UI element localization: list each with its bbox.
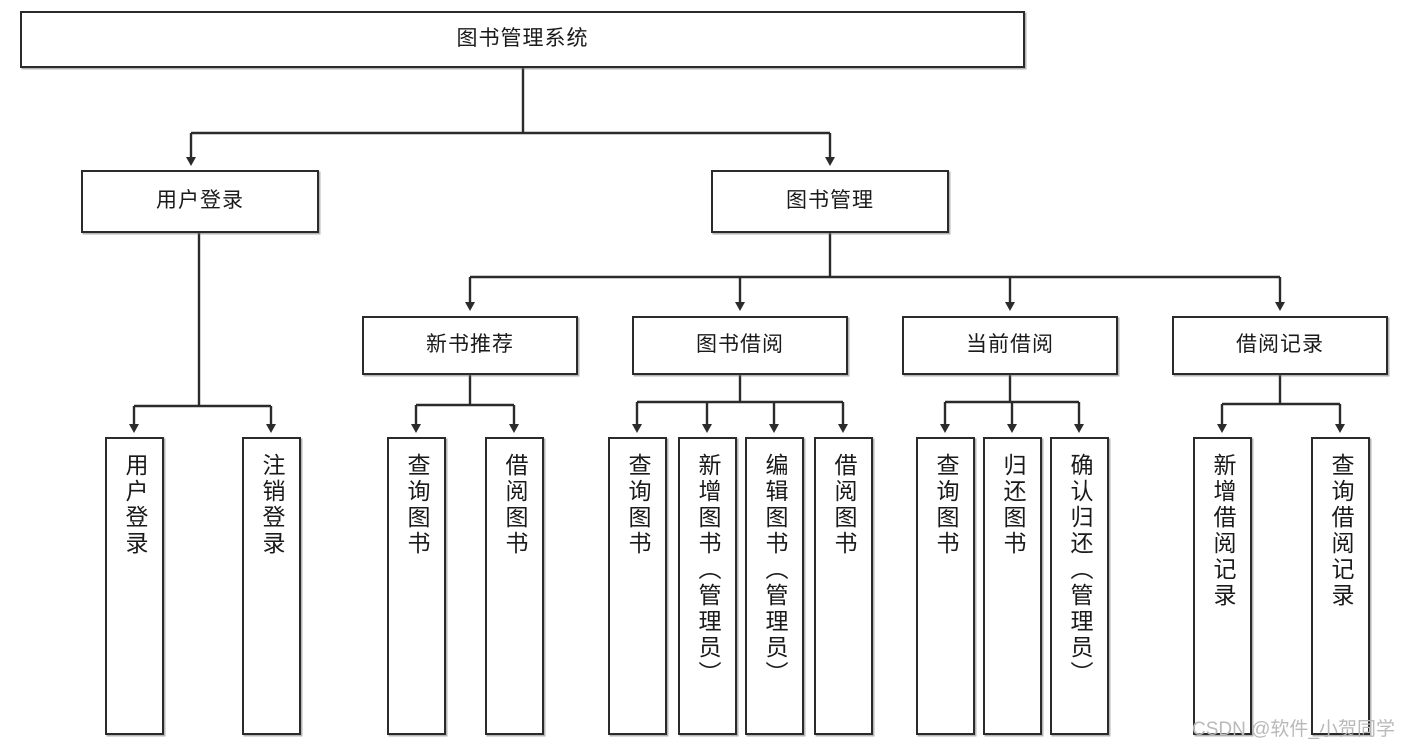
leaf-confirm-return[interactable]: 确认归还（管理员） — [1050, 437, 1109, 735]
node-label: 查询图书 — [933, 453, 959, 557]
node-label: 图书借阅 — [696, 333, 784, 357]
leaf-logout-login[interactable]: 注销登录 — [242, 437, 301, 735]
csdn-watermark: CSDN @软件_小贺同学 — [1192, 719, 1395, 740]
node-label: 新增图书（管理员） — [695, 453, 721, 687]
node-book-management[interactable]: 图书管理 — [711, 170, 949, 233]
node-current-borrow[interactable]: 当前借阅 — [902, 316, 1118, 375]
leaf-user-login[interactable]: 用户登录 — [105, 437, 164, 735]
node-label: 查询图书 — [625, 453, 651, 557]
node-label: 查询图书 — [404, 453, 430, 557]
node-label: 编辑图书（管理员） — [762, 453, 788, 687]
node-root-system[interactable]: 图书管理系统 — [20, 11, 1025, 68]
node-label: 新增借阅记录 — [1210, 453, 1236, 609]
node-new-book-recommend[interactable]: 新书推荐 — [362, 316, 578, 375]
node-label: 确认归还（管理员） — [1067, 453, 1093, 687]
leaf-query-book-current[interactable]: 查询图书 — [916, 437, 975, 735]
node-borrow-record[interactable]: 借阅记录 — [1172, 316, 1388, 375]
node-label: 用户登录 — [156, 189, 244, 213]
node-label: 归还图书 — [1000, 453, 1026, 557]
node-label: 查询借阅记录 — [1328, 453, 1354, 609]
leaf-add-borrow-record[interactable]: 新增借阅记录 — [1193, 437, 1252, 735]
leaf-edit-book[interactable]: 编辑图书（管理员） — [745, 437, 804, 735]
node-label: 图书管理系统 — [456, 27, 589, 51]
leaf-query-book-borrow[interactable]: 查询图书 — [608, 437, 667, 735]
leaf-return-book[interactable]: 归还图书 — [983, 437, 1042, 735]
leaf-add-book[interactable]: 新增图书（管理员） — [678, 437, 737, 735]
leaf-query-borrow-record[interactable]: 查询借阅记录 — [1311, 437, 1370, 735]
node-label: 借阅图书 — [831, 453, 857, 557]
leaf-borrow-book-recommend[interactable]: 借阅图书 — [485, 437, 544, 735]
node-label: 图书管理 — [786, 189, 874, 213]
node-user-login[interactable]: 用户登录 — [81, 170, 319, 233]
node-label: 当前借阅 — [966, 333, 1054, 357]
node-label: 借阅图书 — [502, 453, 528, 557]
node-book-borrow[interactable]: 图书借阅 — [632, 316, 848, 375]
leaf-borrow-book[interactable]: 借阅图书 — [814, 437, 873, 735]
node-label: 借阅记录 — [1236, 333, 1324, 357]
node-label: 新书推荐 — [426, 333, 514, 357]
leaf-query-book-recommend[interactable]: 查询图书 — [387, 437, 446, 735]
node-label: 注销登录 — [259, 453, 285, 557]
node-label: 用户登录 — [122, 453, 148, 557]
